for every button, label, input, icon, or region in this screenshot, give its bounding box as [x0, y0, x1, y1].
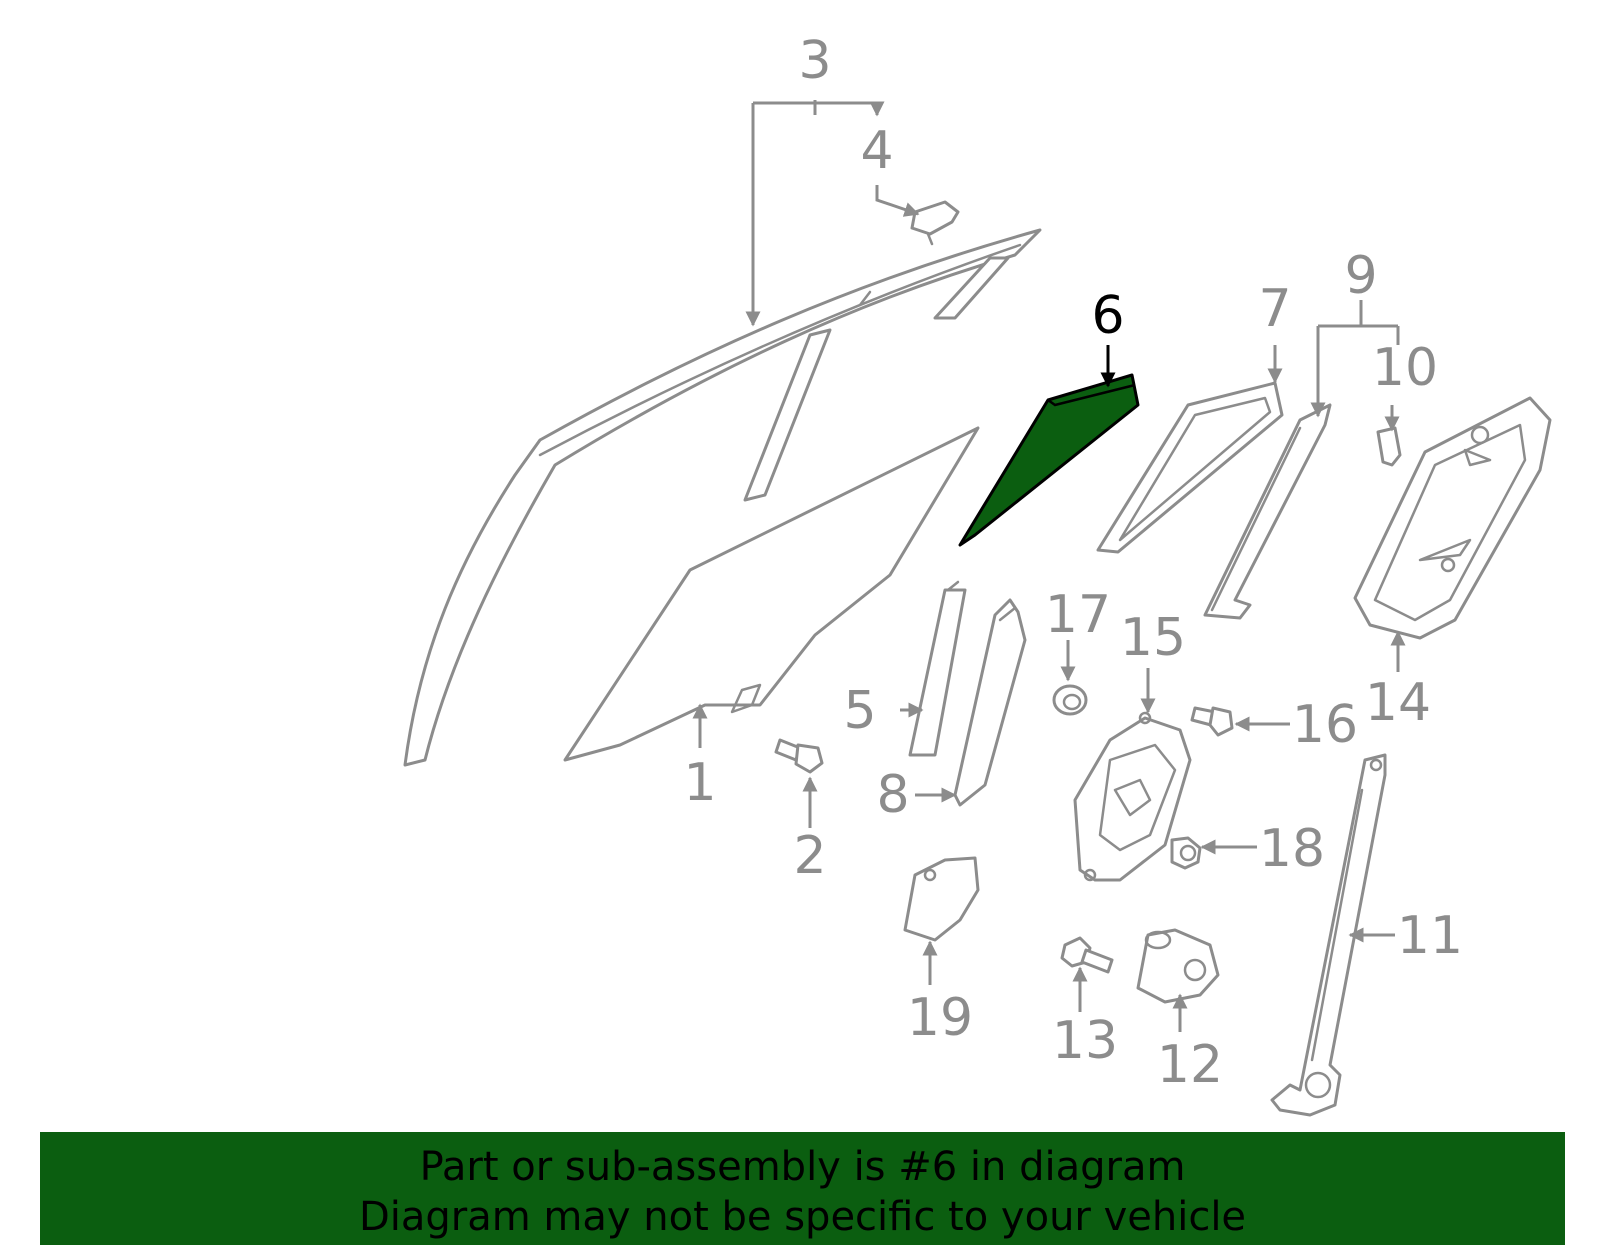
part-18-clip[interactable]	[1170, 836, 1202, 870]
callout-1: 1	[683, 753, 716, 813]
callout-7: 7	[1258, 279, 1291, 339]
part-11-window-regulator[interactable]	[1270, 753, 1387, 1117]
part-7-vent-frame[interactable]	[1096, 381, 1284, 554]
part-9-channel[interactable]	[1203, 403, 1332, 620]
part-6-quarter-glass-highlighted[interactable]	[958, 373, 1140, 547]
part-15-window-motor[interactable]	[1073, 711, 1192, 882]
info-banner: Part or sub-assembly is #6 in diagram Di…	[40, 1132, 1565, 1245]
part-16-bolt[interactable]	[1190, 706, 1234, 737]
callout-17: 17	[1045, 585, 1111, 645]
part-8-sash-channel[interactable]	[953, 598, 1027, 807]
banner-line-part: Part or sub-assembly is #6 in diagram	[419, 1144, 1186, 1190]
callout-15: 15	[1120, 608, 1186, 668]
part-3-door-frame[interactable]	[403, 228, 1042, 767]
part-13-bolt[interactable]	[1060, 936, 1114, 974]
part-12-motor-housing[interactable]	[1136, 928, 1220, 1004]
part-17-grommet[interactable]	[1052, 684, 1088, 716]
callout-2: 2	[793, 826, 826, 886]
part-5-strip[interactable]	[908, 580, 967, 757]
banner-line-disclaimer: Diagram may not be specific to your vehi…	[358, 1194, 1247, 1240]
part-14-access-panel[interactable]	[1353, 396, 1552, 640]
callout-10: 10	[1372, 338, 1438, 398]
callout-4: 4	[860, 121, 893, 181]
callout-16: 16	[1292, 695, 1358, 755]
callout-3: 3	[798, 31, 831, 91]
callout-11: 11	[1397, 906, 1463, 966]
leader-lines	[692, 100, 1406, 1032]
callout-18: 18	[1259, 819, 1325, 879]
callout-14: 14	[1365, 673, 1431, 733]
part-19-pad[interactable]	[903, 856, 980, 942]
part-1-door-glass[interactable]	[563, 426, 980, 762]
callout-19: 19	[907, 988, 973, 1048]
callout-13: 13	[1052, 1011, 1118, 1071]
part-2-bolt[interactable]	[774, 738, 824, 774]
callout-6: 6	[1091, 286, 1124, 346]
callout-12: 12	[1157, 1035, 1223, 1095]
callout-5: 5	[843, 681, 876, 741]
callout-9: 9	[1344, 246, 1377, 306]
callout-8: 8	[876, 765, 909, 825]
part-10-clip[interactable]	[1376, 426, 1402, 467]
part-4-clip[interactable]	[910, 200, 960, 246]
